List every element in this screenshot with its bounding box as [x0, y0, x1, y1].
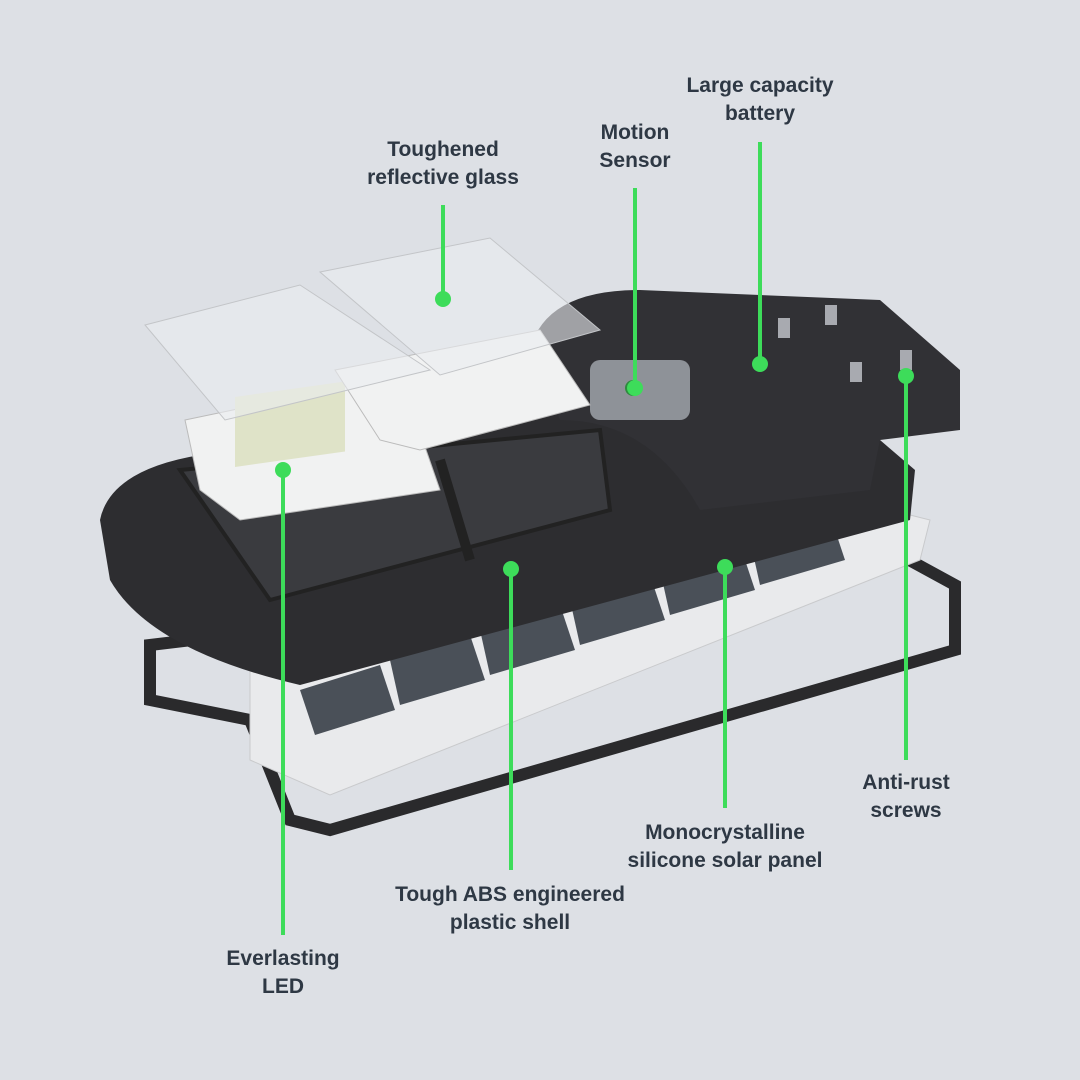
label-line: Toughened — [387, 138, 499, 161]
shell-divider — [435, 458, 475, 562]
label-line: reflective glass — [367, 166, 519, 189]
label-line: LED — [262, 975, 304, 998]
label-abs-shell: Tough ABS engineered plastic shell — [395, 881, 625, 937]
label-battery: Large capacity battery — [686, 72, 833, 128]
label-line: screws — [870, 799, 942, 822]
label-anti-rust-screws: Anti-rust screws — [862, 769, 950, 825]
label-solar-panel: Monocrystalline silicone solar panel — [628, 819, 823, 875]
label-line: battery — [724, 102, 796, 125]
label-line: Sensor — [599, 149, 671, 172]
reflective-glass — [318, 237, 602, 376]
label-line: silicone solar panel — [627, 849, 823, 872]
label-line: Anti-rust — [862, 771, 950, 794]
label-line: Everlasting — [226, 947, 340, 970]
battery-housing — [530, 290, 960, 510]
label-line: Motion — [600, 121, 670, 144]
label-line: Monocrystalline — [645, 821, 805, 844]
reflective-glass — [144, 284, 432, 421]
label-line: plastic shell — [449, 911, 571, 934]
label-line: Large capacity — [686, 74, 834, 97]
screws — [778, 305, 912, 382]
callout-lines — [281, 142, 908, 935]
callout-dots — [275, 291, 914, 577]
label-toughened-glass: Toughened reflective glass — [367, 136, 519, 192]
bottom-frame — [144, 548, 961, 837]
label-line: Tough ABS engineered — [395, 883, 625, 906]
